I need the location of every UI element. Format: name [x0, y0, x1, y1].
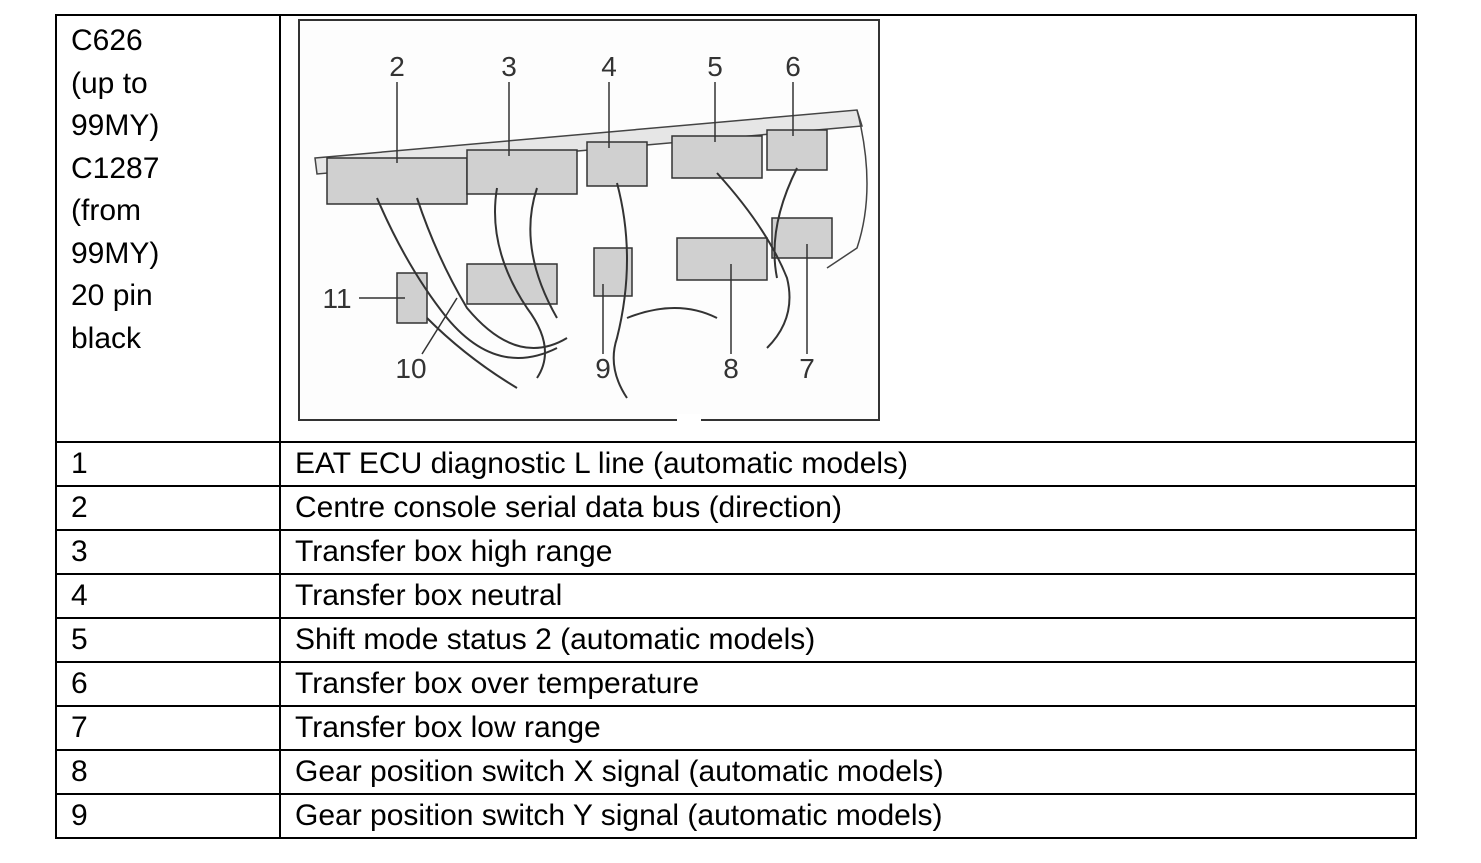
- connector-label-cell: C626 (up to 99MY) C1287 (from 99MY) 20 p…: [55, 14, 281, 443]
- pin-description: EAT ECU diagnostic L line (automatic mod…: [279, 441, 1417, 487]
- pin-description: Transfer box over temperature: [279, 661, 1417, 707]
- table-row: 8 Gear position switch X signal (automat…: [55, 749, 1417, 795]
- pin-description: Transfer box high range: [279, 529, 1417, 575]
- pin-number: 2: [55, 485, 281, 531]
- connector-label-line: black: [71, 321, 142, 355]
- connector-label-line: (from: [71, 194, 141, 227]
- connector-label-line: 99MY): [71, 236, 160, 270]
- pin-description: Gear position switch X signal (automatic…: [279, 749, 1417, 795]
- connector-header-row: C626 (up to 99MY) C1287 (from 99MY) 20 p…: [55, 14, 1417, 443]
- table-row: 7 Transfer box low range: [55, 705, 1417, 751]
- callout-2: 2: [389, 51, 405, 82]
- pin-number: 1: [55, 441, 281, 487]
- pin-description: Gear position switch Y signal (automatic…: [279, 793, 1417, 839]
- connector-label-line: 20 pin: [71, 279, 153, 312]
- connector-pin-table: C626 (up to 99MY) C1287 (from 99MY) 20 p…: [55, 14, 1417, 839]
- callout-6: 6: [785, 51, 801, 82]
- pin-number: 5: [55, 617, 281, 663]
- pin-number: 9: [55, 793, 281, 839]
- callout-3: 3: [501, 51, 517, 82]
- pin-number: 4: [55, 573, 281, 619]
- callout-4: 4: [601, 51, 617, 82]
- table-row: 9 Gear position switch Y signal (automat…: [55, 793, 1417, 839]
- pin-number: 3: [55, 529, 281, 575]
- callout-5: 5: [707, 51, 723, 82]
- callout-9: 9: [595, 353, 611, 384]
- connector-diagram-cell: 2 3 4 5 6 11 10 9 8 7: [279, 14, 1417, 443]
- table-row: 6 Transfer box over temperature: [55, 661, 1417, 707]
- table-row: 1 EAT ECU diagnostic L line (automatic m…: [55, 441, 1417, 487]
- pin-number: 6: [55, 661, 281, 707]
- connector-location-diagram: 2 3 4 5 6 11 10 9 8 7: [298, 19, 880, 422]
- callout-11: 11: [322, 283, 351, 314]
- pin-number: 8: [55, 749, 281, 795]
- pin-description: Transfer box low range: [279, 705, 1417, 751]
- connector-label-line: 99MY): [71, 109, 160, 142]
- pin-description: Transfer box neutral: [279, 573, 1417, 619]
- table-row: 5 Shift mode status 2 (automatic models): [55, 617, 1417, 663]
- table-row: 2 Centre console serial data bus (direct…: [55, 485, 1417, 531]
- callout-8: 8: [723, 353, 739, 384]
- callout-7: 7: [799, 353, 815, 384]
- table-row: 4 Transfer box neutral: [55, 573, 1417, 619]
- pin-number: 7: [55, 705, 281, 751]
- callout-10: 10: [395, 353, 426, 384]
- table-row: 3 Transfer box high range: [55, 529, 1417, 575]
- connector-label-line: C626: [71, 24, 143, 57]
- connector-label-line: (up to: [71, 66, 148, 100]
- pin-description: Shift mode status 2 (automatic models): [279, 617, 1417, 663]
- pin-description: Centre console serial data bus (directio…: [279, 485, 1417, 531]
- connector-label-line: C1287: [71, 151, 160, 185]
